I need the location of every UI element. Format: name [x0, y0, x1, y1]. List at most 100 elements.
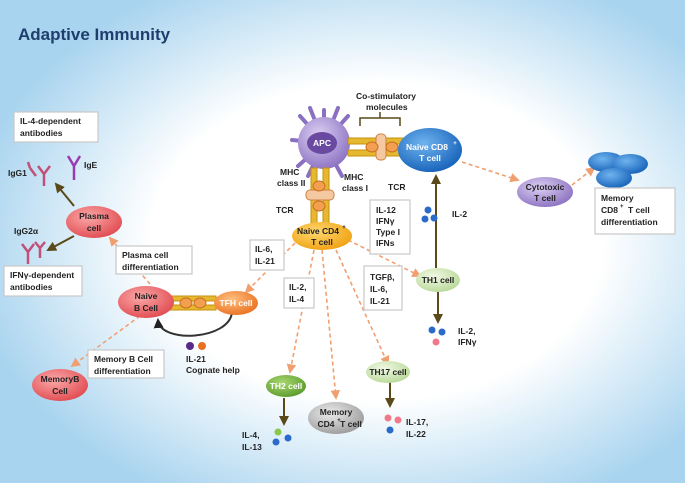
- memory-cd4-cell: Memory CD4 + T cell: [308, 402, 364, 434]
- co-stim-label-1: Co-stimulatory: [356, 91, 416, 101]
- il4-dep-label-2: antibodies: [20, 128, 63, 138]
- th1-out-2: IFNγ: [458, 337, 477, 347]
- ige-antibody-icon: [66, 155, 82, 180]
- th2-cyt-1: IL-2,: [289, 282, 306, 292]
- memory-cd8-label-4: differentiation: [601, 217, 658, 227]
- th2-out-1: IL-4,: [242, 430, 259, 440]
- mhc1-label-2: class I: [342, 183, 368, 193]
- memory-cd4-sup: +: [337, 418, 341, 424]
- th1-cyt-1: IL-12: [376, 205, 396, 215]
- th1-cytokine-box: [369, 199, 411, 255]
- th2-output-dots: [272, 428, 292, 446]
- th2-cytokine-box: [283, 277, 315, 309]
- mhc2-label-2: class II: [277, 178, 305, 188]
- mhc2-label-1: MHC: [280, 167, 299, 177]
- th2-cell: TH2 cell: [266, 375, 306, 397]
- naive-b-cell: Naive B Cell: [118, 286, 174, 318]
- cognate-help-curve: [153, 311, 233, 337]
- tcr-right-label: TCR: [388, 182, 405, 192]
- th1-cyt-2: IFNγ: [376, 216, 395, 226]
- memory-b-cell: MemoryB Cell: [32, 369, 88, 401]
- il2-dots-cd8: [421, 206, 438, 223]
- cytotoxic-label-2: T cell: [534, 193, 556, 203]
- il4-dep-label-1: IL-4-dependent: [20, 116, 81, 126]
- th1-cyt-3: Type I: [376, 227, 400, 237]
- memb-diff-label-1: Memory B Cell: [94, 354, 153, 364]
- th2-out-2: IL-13: [242, 442, 262, 452]
- il21-help-label-1: IL-21: [186, 354, 206, 364]
- ifng-dep-label-1: IFNγ-dependent: [10, 270, 74, 280]
- plasma-diff-label-1: Plasma cell: [122, 250, 168, 260]
- th17-cyt-3: IL-21: [370, 296, 390, 306]
- naive-cd4-label-2: T cell: [311, 237, 333, 247]
- tfh-cell: TFH cell: [214, 291, 258, 315]
- mhc-class-i-complex: [347, 133, 405, 161]
- th2-label: TH2 cell: [270, 381, 303, 391]
- apc-label: APC: [313, 138, 331, 148]
- arrow-cytotoxic-to-memory: [571, 166, 596, 186]
- diagram-title: Adaptive Immunity: [18, 25, 171, 44]
- naive-cd4-label-1: Naive CD4: [297, 226, 339, 236]
- ifng-dep-box: [3, 265, 83, 297]
- arrow-plasma-to-il4ab: [54, 182, 75, 207]
- memb-label-1: MemoryB: [41, 374, 80, 384]
- tcr-left-label: TCR: [276, 205, 293, 215]
- th1-label: TH1 cell: [422, 275, 455, 285]
- th1-out-1: IL-2,: [458, 326, 475, 336]
- igg1-antibody-icon: [26, 161, 51, 186]
- th17-cyt-2: IL-6,: [370, 284, 387, 294]
- th17-cell: TH17 cell: [366, 361, 410, 383]
- plasma-label-1: Plasma: [79, 211, 109, 221]
- co-stim-bracket: [359, 112, 401, 126]
- memory-cd8-sup: +: [620, 204, 624, 210]
- memory-cd8-cells: [588, 152, 648, 188]
- naive-cd8-cell: Naive CD8 + T cell: [398, 128, 462, 172]
- naive-b-label-1: Naive: [135, 291, 158, 301]
- il21-help-label-2: Cognate help: [186, 365, 240, 375]
- arrow-cd8-to-cytotoxic: [461, 161, 520, 183]
- plasma-cell: Plasma cell: [66, 206, 122, 238]
- igg1-label: IgG1: [8, 168, 27, 178]
- th2-cyt-2: IL-4: [289, 294, 304, 304]
- th1-cell: TH1 cell: [416, 268, 460, 292]
- il21-dots: [186, 342, 206, 350]
- ige-label: IgE: [84, 160, 98, 170]
- igg2a-label: IgG2α: [14, 226, 39, 236]
- naive-cd8-label-2: T cell: [419, 153, 441, 163]
- memb-label-2: Cell: [52, 386, 68, 396]
- th1-output-dots: [428, 326, 446, 346]
- th17-cytokine-box: [363, 265, 403, 311]
- naive-b-label-2: B Cell: [134, 303, 158, 313]
- tfh-label: TFH cell: [219, 298, 252, 308]
- mhc1-label-1: MHC: [344, 172, 363, 182]
- memb-diff-label-2: differentiation: [94, 366, 151, 376]
- mhc-class-ii-complex: [305, 167, 335, 227]
- memory-cd8-label-2: CD8: [601, 205, 618, 215]
- igg2a-antibody-icon: [21, 241, 46, 264]
- memory-cd8-label-3: T cell: [628, 205, 650, 215]
- plasma-diff-box: [115, 245, 193, 275]
- memory-cd8-box: [594, 187, 676, 235]
- th17-output-dots: [384, 414, 402, 434]
- il2-cd8-label: IL-2: [452, 209, 467, 219]
- plasma-diff-label-2: differentiation: [122, 262, 179, 272]
- cytotoxic-t-cell: Cytotoxic T cell: [517, 177, 573, 207]
- th17-label: TH17 cell: [369, 367, 406, 377]
- naive-cd8-sup: +: [453, 141, 457, 147]
- solid-arrows: [46, 174, 443, 426]
- plasma-label-2: cell: [87, 223, 101, 233]
- naive-cd4-sup: +: [342, 225, 346, 231]
- il4-dep-box: [13, 111, 99, 143]
- tfh-cyt-1: IL-6,: [255, 244, 272, 254]
- arrow-cd4-to-memory-cd4: [321, 249, 341, 400]
- th1-cyt-4: IFNs: [376, 238, 395, 248]
- naive-cd4-cell: Naive CD4 + T cell: [292, 222, 352, 250]
- memory-cd4-label-3: T cell: [340, 419, 362, 429]
- co-stim-label-2: molecules: [366, 102, 408, 112]
- tfh-cytokine-box: [249, 239, 285, 271]
- naive-cd8-label-1: Naive CD8: [406, 142, 448, 152]
- arrow-plasma-to-ifngab: [46, 235, 75, 251]
- th17-out-1: IL-17,: [406, 417, 428, 427]
